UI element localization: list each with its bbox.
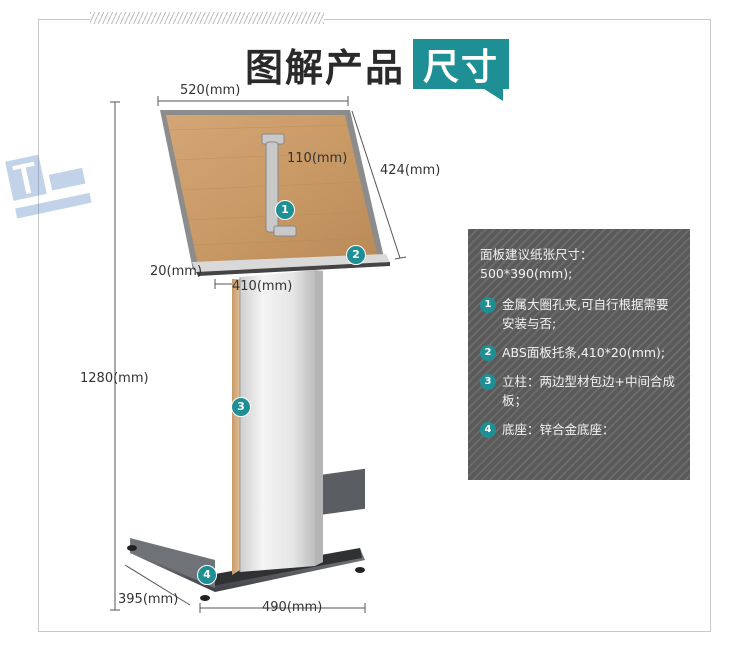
info-badge: 3 [480,374,496,390]
page-title: 图解产品 尺寸 [245,36,510,101]
dim-board-width: 520(mm) [180,83,241,98]
title-corner [481,87,504,101]
brand-watermark-logo [5,154,92,219]
info-text: 立柱：两边型材包边+中间合成板； [502,374,675,408]
title-highlight-text: 尺寸 [423,47,500,88]
info-item: 2 ABS面板托条,410*20(mm); [480,343,678,362]
dim-total-height: 1280(mm) [80,371,149,386]
title-highlight: 尺寸 [413,39,510,101]
spec-info-panel: 面板建议纸张尺寸：500*390(mm); 1 金属大圈孔夹,可自行根据需要安装… [468,229,690,480]
info-heading: 面板建议纸张尺寸：500*390(mm); [480,247,593,281]
dim-clip-length: 110(mm) [287,151,348,166]
info-badge: 2 [480,345,496,361]
dim-board-height: 424(mm) [380,163,441,178]
decorative-hatch [90,12,324,24]
marker-2: 2 [346,245,366,265]
info-item: 4 底座：锌合金底座： [480,420,678,439]
dim-base-depth: 395(mm) [118,592,179,607]
title-main: 图解产品 [245,45,406,90]
marker-4: 4 [197,565,217,585]
dim-base-width: 490(mm) [262,600,323,615]
info-text: 底座：锌合金底座： [502,422,615,437]
marker-1: 1 [275,200,295,220]
info-item: 1 金属大圈孔夹,可自行根据需要安装与否; [480,295,678,333]
dim-tray-depth: 20(mm) [150,264,203,279]
info-badge: 1 [480,297,496,313]
info-item: 3 立柱：两边型材包边+中间合成板； [480,372,678,410]
info-text: 金属大圈孔夹,可自行根据需要安装与否; [502,297,669,331]
info-text: ABS面板托条,410*20(mm); [502,345,666,360]
info-badge: 4 [480,422,496,438]
marker-3: 3 [231,397,251,417]
dim-tray-width: 410(mm) [232,279,293,294]
content-frame [38,19,711,632]
